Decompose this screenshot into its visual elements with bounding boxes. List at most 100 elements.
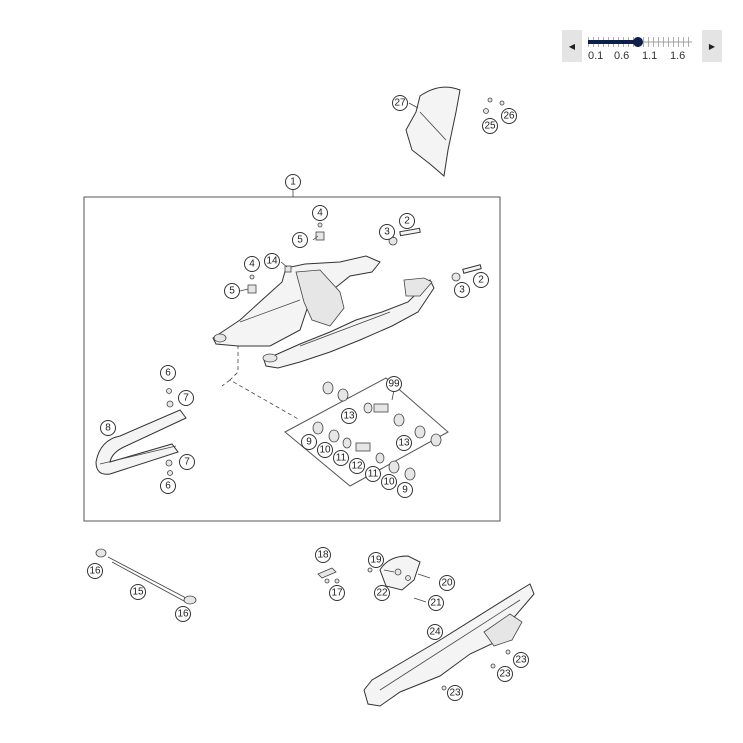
axle-bolt-upper xyxy=(388,227,421,246)
screw xyxy=(166,388,172,394)
callout-18: 18 xyxy=(315,547,331,563)
dashed-connection xyxy=(221,379,231,387)
callout-17: 17 xyxy=(329,585,345,601)
pivot-axle xyxy=(95,548,197,605)
svg-text:3: 3 xyxy=(459,285,465,296)
screw xyxy=(441,685,447,691)
callout-27: 27 xyxy=(392,95,408,111)
swingarm xyxy=(212,255,435,369)
svg-text:23: 23 xyxy=(449,688,461,699)
callout-99: 99 xyxy=(386,376,402,392)
svg-text:1: 1 xyxy=(290,177,296,188)
callout-11: 11 xyxy=(365,466,381,482)
callout-6: 6 xyxy=(160,478,176,494)
clip xyxy=(315,231,325,241)
zoom-in-button[interactable]: ▶ xyxy=(702,30,722,62)
zoom-out-button[interactable]: ◀ xyxy=(562,30,582,62)
zoom-track-fill xyxy=(588,40,638,44)
callout-23: 23 xyxy=(513,652,529,668)
svg-text:24: 24 xyxy=(429,627,441,638)
svg-text:23: 23 xyxy=(515,655,527,666)
svg-text:7: 7 xyxy=(183,393,189,404)
nut xyxy=(165,459,173,467)
svg-text:99: 99 xyxy=(388,379,400,390)
svg-text:6: 6 xyxy=(165,481,171,492)
screw xyxy=(499,100,505,106)
svg-text:22: 22 xyxy=(376,588,388,599)
callout-7: 7 xyxy=(179,454,195,470)
zoom-slider: ◀ 0.1 0.6 1.1 1.6 ▶ xyxy=(562,30,722,64)
callout-21: 21 xyxy=(428,595,444,611)
clip xyxy=(247,284,257,294)
svg-text:25: 25 xyxy=(484,121,496,132)
callout-10: 10 xyxy=(381,474,397,490)
callout-10: 10 xyxy=(317,442,333,458)
chain-slider xyxy=(95,409,187,475)
svg-text:11: 11 xyxy=(368,469,379,480)
zoom-thumb[interactable] xyxy=(633,37,643,47)
callout-14: 14 xyxy=(264,253,280,269)
svg-text:17: 17 xyxy=(331,588,343,599)
callout-2: 2 xyxy=(399,213,415,229)
zoom-tick-labels: 0.1 0.6 1.1 1.6 xyxy=(588,50,696,62)
zoom-tick-label: 0.1 xyxy=(588,50,604,62)
svg-text:15: 15 xyxy=(132,587,144,598)
svg-text:27: 27 xyxy=(394,98,406,109)
svg-text:18: 18 xyxy=(317,550,329,561)
svg-text:9: 9 xyxy=(402,485,408,496)
svg-text:19: 19 xyxy=(370,555,382,566)
svg-text:8: 8 xyxy=(105,423,111,434)
svg-text:4: 4 xyxy=(317,208,323,219)
callout-9: 9 xyxy=(397,482,413,498)
svg-text:6: 6 xyxy=(165,368,171,379)
zoom-tick-label: 0.6 xyxy=(614,50,630,62)
screw xyxy=(487,97,493,103)
svg-text:16: 16 xyxy=(89,566,101,577)
callout-16: 16 xyxy=(175,606,191,622)
nut xyxy=(166,400,174,408)
callout-13: 13 xyxy=(341,408,357,424)
callout-1: 1 xyxy=(285,174,301,190)
svg-text:9: 9 xyxy=(306,437,312,448)
callout-4: 4 xyxy=(312,205,328,221)
dashed-connection xyxy=(229,345,301,421)
zoom-tick-label: 1.1 xyxy=(642,50,658,62)
callout-12: 12 xyxy=(349,458,365,474)
callout-5: 5 xyxy=(224,283,240,299)
mud-flap xyxy=(405,86,461,177)
callout-22: 22 xyxy=(374,585,390,601)
bearing-kit-box xyxy=(284,377,449,487)
callout-5: 5 xyxy=(292,232,308,248)
axle-bolt-right xyxy=(451,264,482,282)
callout-11: 11 xyxy=(333,450,349,466)
svg-text:16: 16 xyxy=(177,609,189,620)
callout-6: 6 xyxy=(160,365,176,381)
zoom-track-area: 0.1 0.6 1.1 1.6 xyxy=(588,34,696,62)
callout-25: 25 xyxy=(482,118,498,134)
callout-26: 26 xyxy=(501,108,517,124)
callout-19: 19 xyxy=(368,552,384,568)
screw xyxy=(505,649,511,655)
callout-9: 9 xyxy=(301,434,317,450)
svg-text:21: 21 xyxy=(430,598,442,609)
svg-text:20: 20 xyxy=(441,578,453,589)
nut xyxy=(483,108,489,114)
bearing-set xyxy=(312,381,442,481)
svg-text:3: 3 xyxy=(384,227,390,238)
svg-text:10: 10 xyxy=(319,445,331,456)
svg-text:11: 11 xyxy=(336,453,347,464)
svg-text:12: 12 xyxy=(351,461,363,472)
screw xyxy=(490,663,496,669)
screw xyxy=(167,470,173,476)
svg-text:2: 2 xyxy=(404,216,410,227)
caliper-support xyxy=(317,555,431,603)
chain-guard xyxy=(363,583,535,707)
svg-text:13: 13 xyxy=(343,411,355,422)
assembly-frame-box xyxy=(83,196,501,522)
callout-2: 2 xyxy=(473,272,489,288)
callout-20: 20 xyxy=(439,575,455,591)
svg-text:13: 13 xyxy=(398,438,410,449)
svg-text:5: 5 xyxy=(229,286,235,297)
svg-text:2: 2 xyxy=(478,275,484,286)
